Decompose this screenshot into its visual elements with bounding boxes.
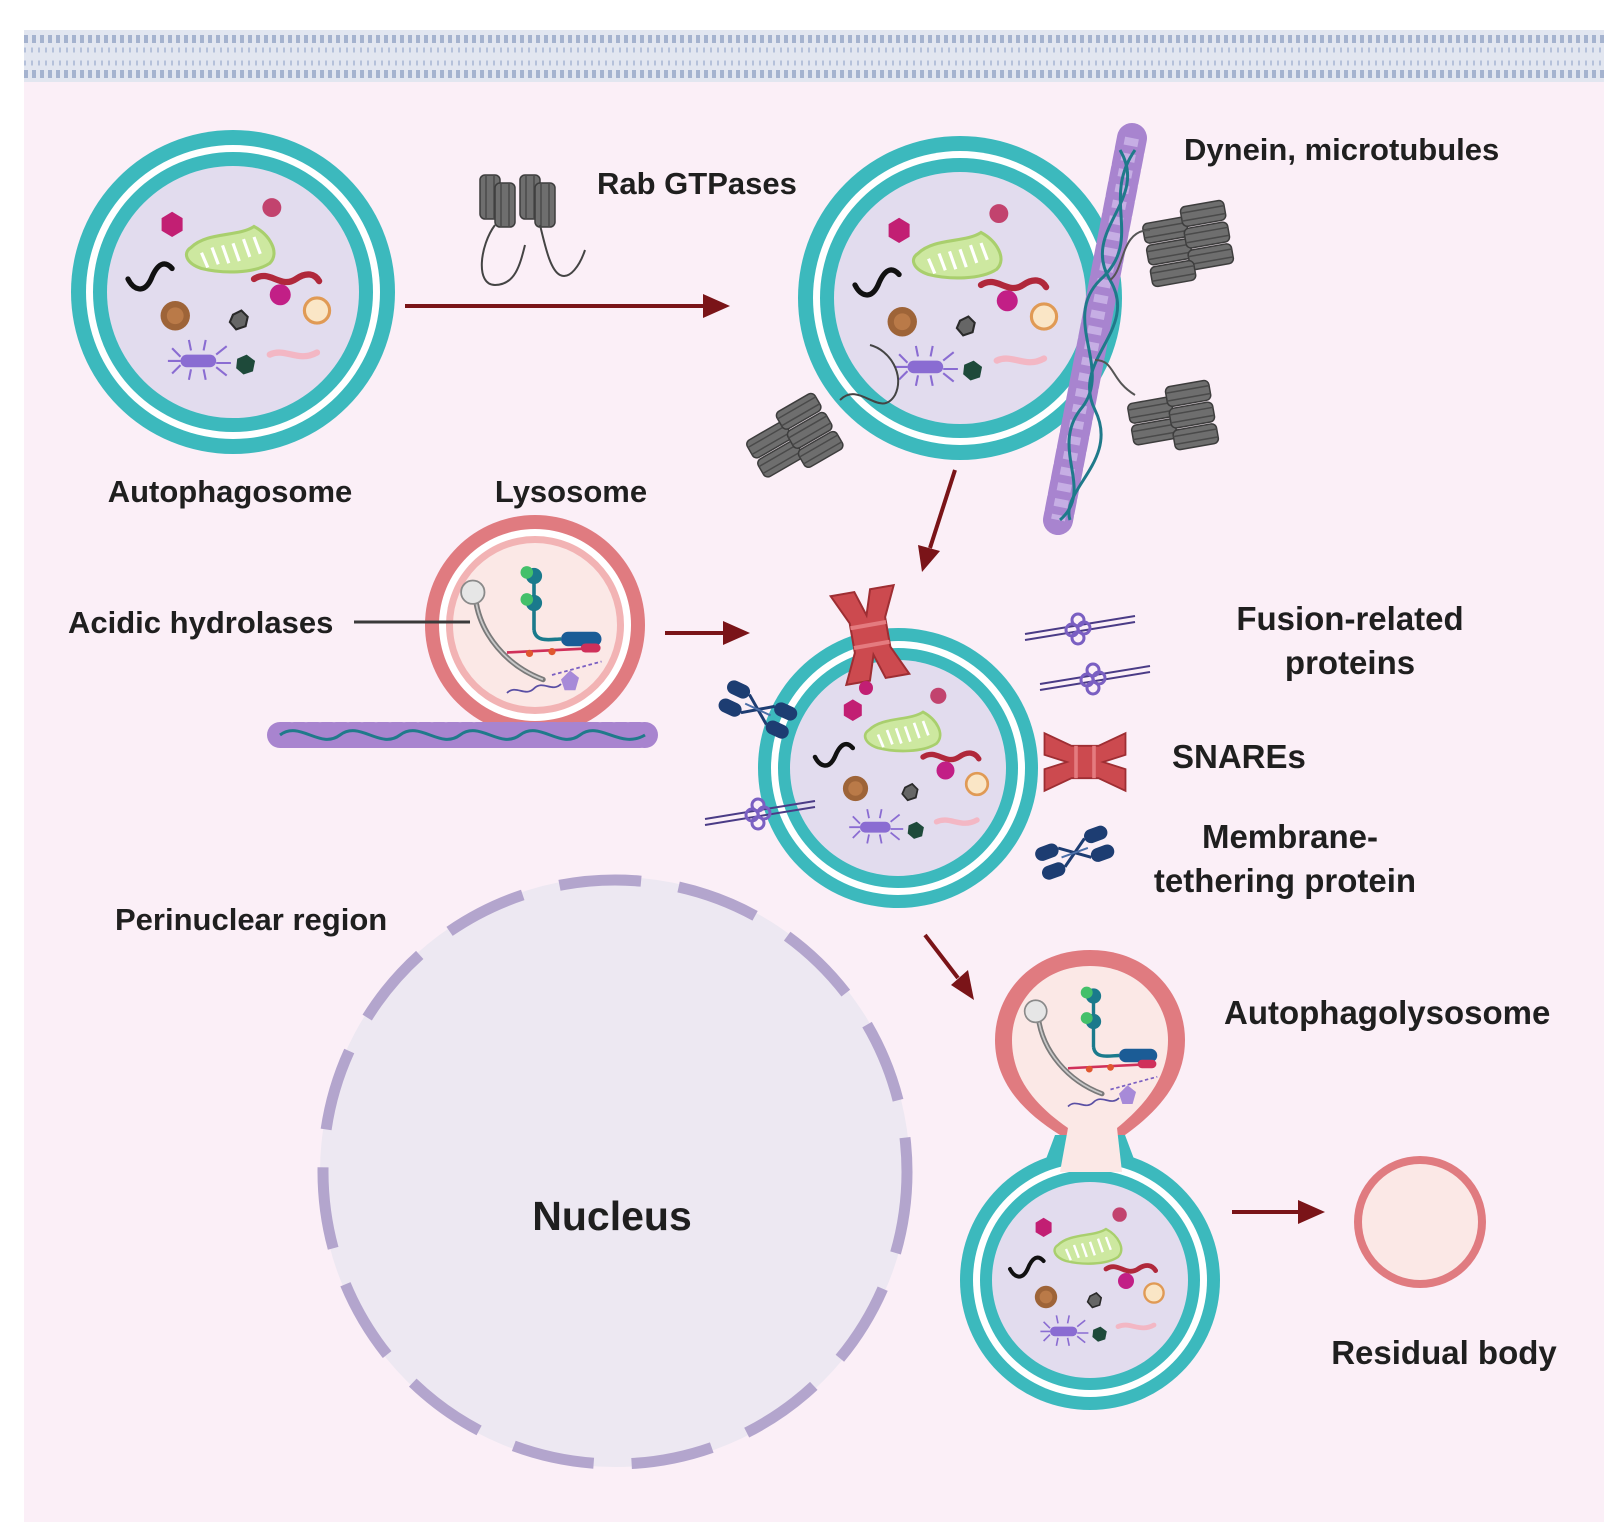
label-rab-gtpases: Rab GTPases [597, 166, 797, 201]
snare-icon [828, 583, 1128, 793]
label-residual-body: Residual body [1331, 1334, 1557, 1371]
arrow-to-autophagolysosome [923, 933, 974, 1000]
label-fusion-related-line1: Fusion-related [1236, 600, 1463, 637]
arrow-to-fusion [918, 469, 957, 572]
autophagolysosome-vesicle [960, 950, 1220, 1410]
nucleus [317, 874, 913, 1470]
microtubule-icon [1043, 123, 1147, 535]
label-membrane-tethering-line1: Membrane- [1202, 818, 1378, 855]
label-dynein-microtubules: Dynein, microtubules [1184, 132, 1499, 167]
label-perinuclear-region: Perinuclear region [115, 902, 387, 937]
label-nucleus: Nucleus [532, 1193, 692, 1239]
lysosome-vesicle [425, 515, 645, 735]
dynein-icon [744, 198, 1235, 480]
label-lysosome: Lysosome [495, 474, 647, 509]
label-autophagolysosome: Autophagolysosome [1224, 994, 1550, 1031]
label-snares: SNAREs [1172, 738, 1306, 775]
label-membrane-tethering-line2: tethering protein [1154, 862, 1416, 899]
autophagosome-vesicle [71, 130, 395, 454]
label-autophagosome: Autophagosome [108, 474, 353, 509]
arrow-to-residual-body [1232, 1200, 1325, 1224]
lysosome-microtubule [267, 722, 658, 748]
arrow-lysosome-to-fusion [665, 621, 750, 645]
residual-body-vesicle [1354, 1156, 1486, 1288]
rab-gtpase-icon [479, 174, 586, 287]
fusion-vesicle [758, 628, 1038, 908]
arrow-to-transport [405, 294, 730, 318]
plasma-membrane [24, 30, 1604, 82]
autophagosome-on-microtubules [798, 136, 1122, 460]
label-fusion-related-line2: proteins [1285, 644, 1415, 681]
label-acidic-hydrolases: Acidic hydrolases [68, 605, 333, 640]
